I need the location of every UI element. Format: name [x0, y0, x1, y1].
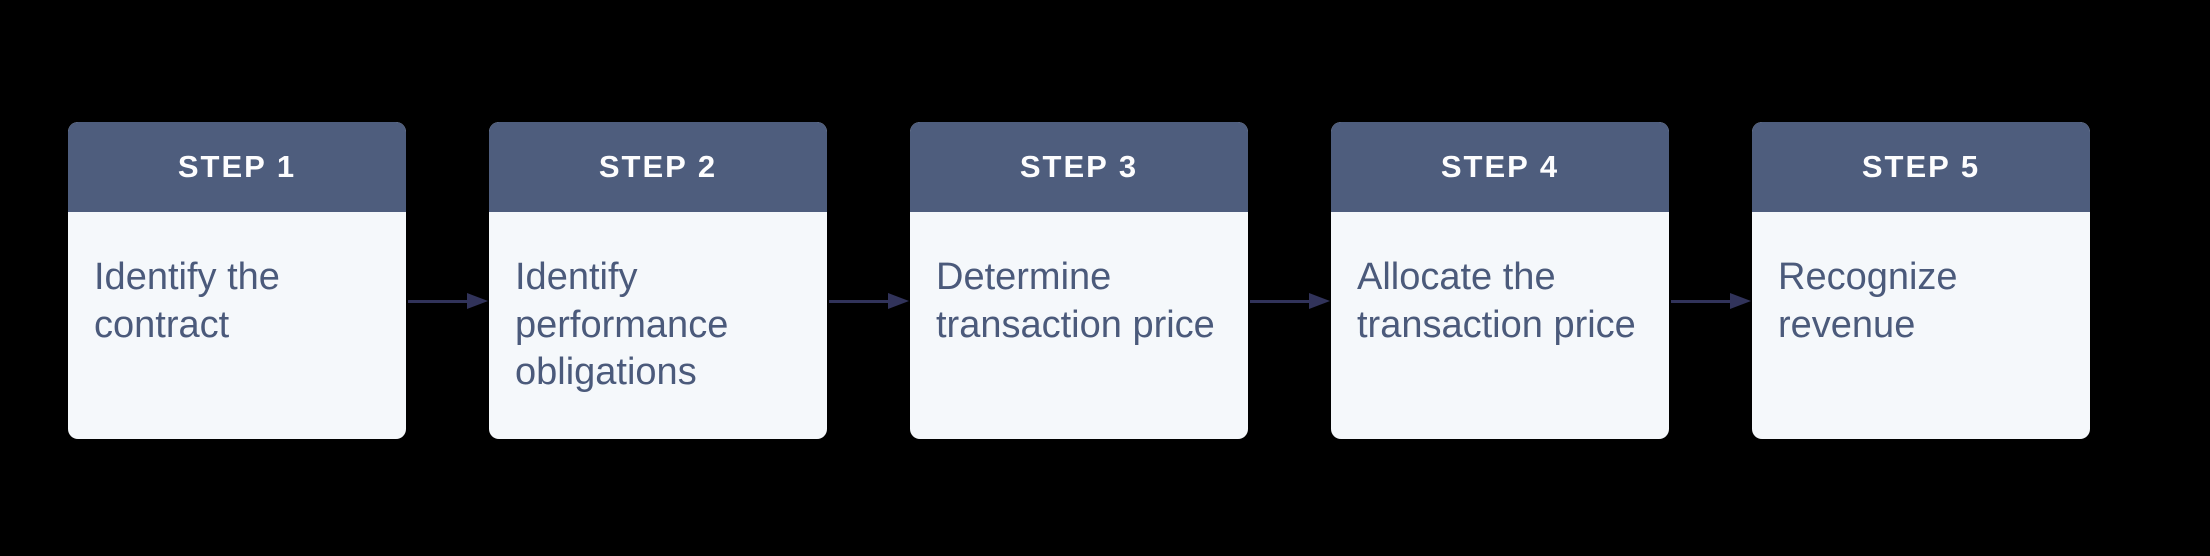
flow-connector — [1248, 122, 1331, 439]
step-description: Identify the contract — [94, 256, 280, 346]
step-description: Determine transaction price — [936, 256, 1215, 346]
right-arrow-head-icon — [467, 293, 488, 309]
flow-connector — [827, 122, 910, 439]
step-header: STEP 2 — [489, 122, 827, 212]
step-description: Allocate the transaction price — [1357, 256, 1636, 346]
right-arrow-head-icon — [1730, 293, 1751, 309]
right-arrow-head-icon — [1309, 293, 1330, 309]
step-card-2: STEP 2 Identify performance obligations — [489, 122, 827, 439]
right-arrow-icon — [408, 300, 469, 303]
step-label: STEP 3 — [1019, 149, 1139, 184]
step-header: STEP 4 — [1331, 122, 1669, 212]
flow-row: STEP 1 Identify the contract STEP 2 Iden… — [68, 122, 2090, 439]
step-body: Identify performance obligations — [489, 212, 827, 439]
flow-connector — [406, 122, 489, 439]
step-card-1: STEP 1 Identify the contract — [68, 122, 406, 439]
step-body: Recognize revenue — [1752, 212, 2090, 439]
step-card-5: STEP 5 Recognize revenue — [1752, 122, 2090, 439]
step-label: STEP 5 — [1861, 149, 1981, 184]
step-label: STEP 1 — [177, 149, 297, 184]
step-label: STEP 2 — [598, 149, 718, 184]
right-arrow-icon — [829, 300, 890, 303]
right-arrow-icon — [1671, 300, 1732, 303]
right-arrow-head-icon — [888, 293, 909, 309]
step-body: Determine transaction price — [910, 212, 1248, 439]
step-header: STEP 1 — [68, 122, 406, 212]
step-label: STEP 4 — [1440, 149, 1560, 184]
right-arrow-icon — [1250, 300, 1311, 303]
step-header: STEP 3 — [910, 122, 1248, 212]
step-card-4: STEP 4 Allocate the transaction price — [1331, 122, 1669, 439]
flow-connector — [1669, 122, 1752, 439]
step-body: Identify the contract — [68, 212, 406, 439]
step-description: Identify performance obligations — [515, 256, 729, 393]
step-card-3: STEP 3 Determine transaction price — [910, 122, 1248, 439]
step-body: Allocate the transaction price — [1331, 212, 1669, 439]
step-header: STEP 5 — [1752, 122, 2090, 212]
step-description: Recognize revenue — [1778, 256, 1958, 346]
